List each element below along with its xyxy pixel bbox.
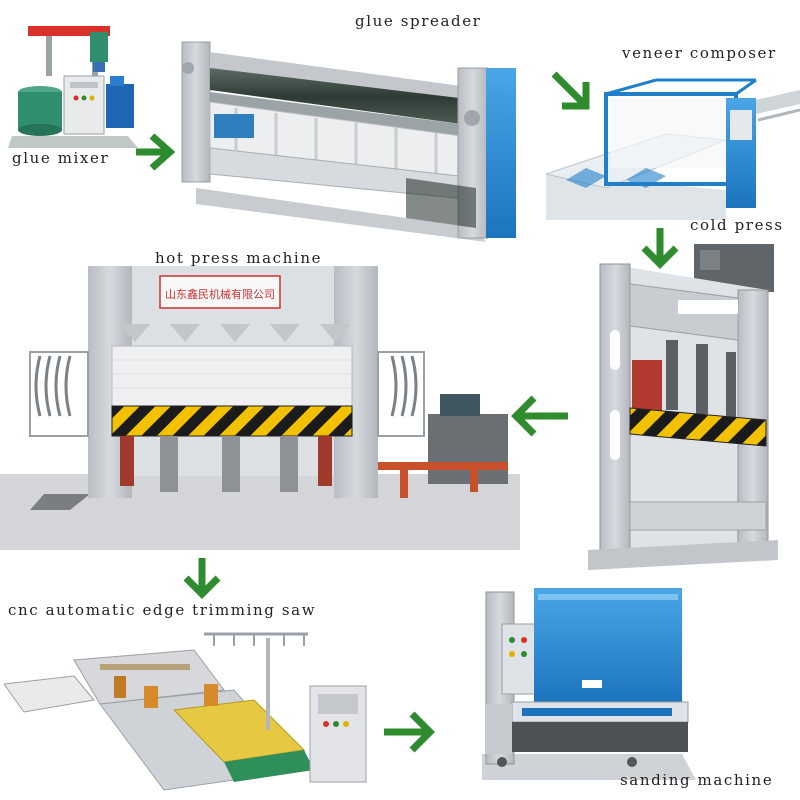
arrow-down-icon-2 (182, 556, 222, 600)
label-sanding-machine: sanding machine (620, 771, 774, 789)
label-veneer-composer: veneer composer (622, 44, 777, 62)
glue-spreader-image (176, 28, 528, 246)
arrow-right-icon (132, 132, 176, 172)
label-glue-mixer: glue mixer (12, 149, 110, 167)
arrow-down-right-icon (548, 68, 594, 114)
veneer-composer-image (546, 70, 800, 222)
arrow-right-icon-2 (380, 706, 442, 758)
label-glue-spreader: glue spreader (355, 12, 482, 30)
arrow-down-icon (640, 226, 680, 270)
cnc-saw-image (4, 620, 380, 796)
sanding-machine-image (482, 584, 696, 780)
label-cnc-saw: cnc automatic edge trimming saw (8, 601, 317, 619)
cold-press-image (588, 240, 778, 570)
glue-mixer-image (8, 18, 140, 148)
label-hot-press-machine: hot press machine (155, 249, 323, 267)
hot-press-machine-image: 山东鑫民机械有限公司 (0, 266, 520, 550)
arrow-left-icon (506, 392, 572, 440)
press-nameplate-text: 山东鑫民机械有限公司 (165, 287, 275, 301)
label-cold-press: cold press (690, 216, 784, 234)
